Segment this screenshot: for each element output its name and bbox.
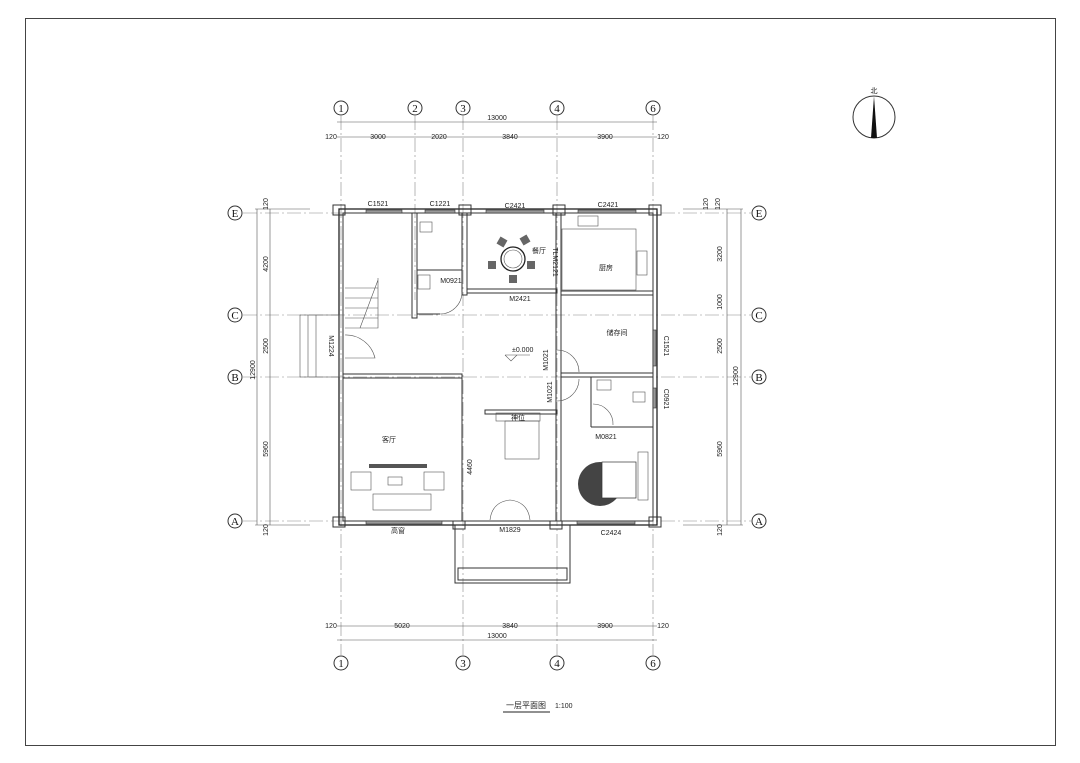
dimension-label: 4200 bbox=[263, 256, 270, 272]
level-mark-symbol bbox=[504, 354, 530, 362]
left-dimensions: 120 4200 2500 5960 120 12900 bbox=[250, 198, 310, 536]
window-label: 高窗 bbox=[391, 526, 405, 535]
axis-bubbles-top: 1 2 3 4 6 bbox=[333, 100, 661, 116]
level-mark: ±0.000 bbox=[512, 347, 533, 354]
door-label: M1021 bbox=[547, 381, 554, 403]
door-label: M1224 bbox=[327, 335, 334, 357]
dimension-label: 3900 bbox=[597, 623, 613, 630]
window-label: C2424 bbox=[601, 530, 622, 537]
dimension-label: 1000 bbox=[717, 294, 724, 310]
room-labels: 餐厅 厨房 储存间 客厅 神位 ±0.000 bbox=[382, 246, 628, 444]
north-arrow: 北 bbox=[852, 87, 896, 139]
dimension-label: 12900 bbox=[733, 366, 740, 386]
opening-labels: C1521 C1221 C2421 C2421 TLM2121 M2421 M0… bbox=[327, 201, 669, 537]
bed bbox=[601, 461, 637, 499]
room-label-kitchen: 厨房 bbox=[599, 263, 613, 272]
room-label-dining: 餐厅 bbox=[532, 246, 546, 255]
dimension-label: 120 bbox=[657, 623, 669, 630]
washbasin bbox=[417, 274, 431, 290]
dimension-label: 120 bbox=[703, 198, 710, 210]
drawing-title-block: 一层平面图 1:100 bbox=[503, 701, 573, 713]
door-label: M1021 bbox=[543, 349, 550, 371]
door-label: M0921 bbox=[440, 278, 462, 285]
door-label: M0821 bbox=[595, 434, 617, 441]
window-label: C2421 bbox=[598, 202, 619, 209]
dimension-label: 120 bbox=[717, 524, 724, 536]
dimension-label: 2020 bbox=[431, 134, 447, 141]
dimension-label: 13000 bbox=[487, 633, 507, 640]
dimension-label: 2500 bbox=[263, 338, 270, 354]
axis-label: 3 bbox=[460, 103, 466, 115]
door-label: TLM2121 bbox=[551, 247, 558, 277]
window-label: C1221 bbox=[430, 201, 451, 208]
axis-label: 6 bbox=[650, 658, 656, 670]
dimension-label: 12900 bbox=[250, 360, 257, 380]
north-label: 北 bbox=[871, 87, 878, 95]
dimension-label: 120 bbox=[263, 198, 270, 210]
axis-label: E bbox=[232, 208, 239, 220]
dimension-label: 3840 bbox=[502, 623, 518, 630]
dimension-label: 120 bbox=[325, 134, 337, 141]
axis-label: 3 bbox=[460, 658, 466, 670]
axis-label: 4 bbox=[554, 658, 560, 670]
window-label: C2421 bbox=[505, 203, 526, 210]
drawing-scale: 1:100 bbox=[555, 703, 573, 710]
axis-bubbles-bottom: 1 3 4 6 bbox=[333, 655, 661, 671]
sofa bbox=[372, 493, 432, 511]
walls bbox=[299, 204, 662, 584]
drawing-title: 一层平面图 bbox=[506, 701, 546, 710]
dimension-label: 120 bbox=[657, 134, 669, 141]
dimension-label: 120 bbox=[263, 524, 270, 536]
dimension-label: 3840 bbox=[502, 134, 518, 141]
right-dimensions: 120 120 3200 1000 2500 5960 120 12900 bbox=[683, 198, 743, 536]
dimension-label: 3900 bbox=[597, 134, 613, 141]
top-dimensions: 13000 120 3000 2020 3840 3900 120 bbox=[325, 115, 669, 141]
tv-cabinet bbox=[369, 464, 427, 468]
dimension-label: 3200 bbox=[717, 246, 724, 262]
dining-table bbox=[500, 246, 526, 272]
dimension-label: 2500 bbox=[717, 338, 724, 354]
drawing-frame bbox=[25, 18, 1056, 746]
axis-label: A bbox=[755, 516, 763, 528]
room-label-storage: 储存间 bbox=[607, 328, 628, 337]
dimension-label: 5960 bbox=[717, 441, 724, 457]
coffee-table bbox=[387, 476, 403, 486]
dimension-label: 4460 bbox=[467, 459, 474, 475]
room-label-living: 客厅 bbox=[382, 435, 396, 444]
window-label: C1521 bbox=[368, 201, 389, 208]
washbasin bbox=[596, 379, 612, 391]
door-label: M1829 bbox=[499, 527, 521, 534]
dimension-label: 120 bbox=[715, 198, 722, 210]
toilet bbox=[632, 391, 646, 403]
axis-bubbles-left: E C B A bbox=[227, 205, 243, 529]
axis-label: B bbox=[231, 372, 238, 384]
axis-label: 1 bbox=[338, 658, 344, 670]
axis-label: B bbox=[755, 372, 762, 384]
bottom-dimensions: 120 5020 3840 3900 120 13000 bbox=[325, 623, 669, 641]
door-label: M2421 bbox=[509, 296, 531, 303]
windows bbox=[365, 209, 657, 525]
axis-label: C bbox=[755, 310, 762, 322]
room-label-shrine: 神位 bbox=[511, 413, 525, 422]
dimension-label: 120 bbox=[325, 623, 337, 630]
axis-label: E bbox=[756, 208, 763, 220]
dimension-label: 5960 bbox=[263, 441, 270, 457]
dimension-label: 5020 bbox=[394, 623, 410, 630]
axis-bubbles-right: E C B A bbox=[751, 205, 767, 529]
axis-label: 2 bbox=[412, 103, 418, 115]
axis-label: C bbox=[231, 310, 238, 322]
furniture bbox=[350, 215, 649, 511]
axis-label: 6 bbox=[650, 103, 656, 115]
stove bbox=[577, 215, 599, 227]
axis-label: A bbox=[231, 516, 239, 528]
dimension-label: 3000 bbox=[370, 134, 386, 141]
axis-label: 4 bbox=[554, 103, 560, 115]
toilet bbox=[419, 221, 433, 233]
grid-lines bbox=[243, 116, 751, 655]
axis-label: 1 bbox=[338, 103, 344, 115]
window-label: C1521 bbox=[662, 336, 669, 357]
dimension-label: 13000 bbox=[487, 115, 507, 122]
window-label: C0921 bbox=[662, 389, 669, 410]
sink bbox=[636, 250, 648, 276]
